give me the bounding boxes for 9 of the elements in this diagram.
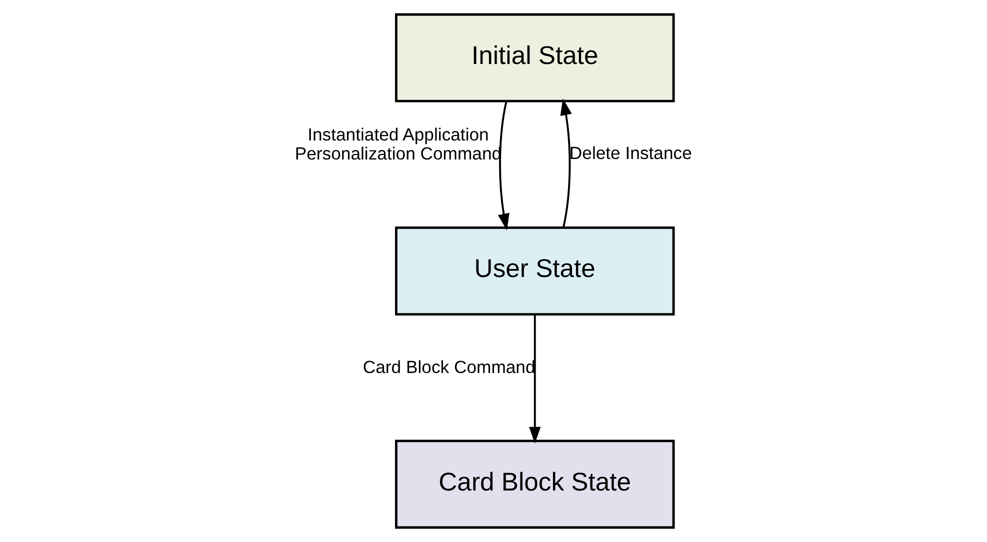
- node-box: Card Block State: [394, 440, 674, 529]
- edge-label: Instantiated Application Personalization Command: [294, 124, 502, 164]
- node-box: User State: [394, 226, 674, 316]
- arrow: [528, 314, 540, 444]
- arrow: [497, 101, 509, 230]
- node-box: Initial State: [394, 13, 674, 102]
- edge-label: Delete Instance: [568, 143, 692, 164]
- edge-label: Card Block Command: [362, 356, 535, 377]
- arrow: [560, 98, 572, 228]
